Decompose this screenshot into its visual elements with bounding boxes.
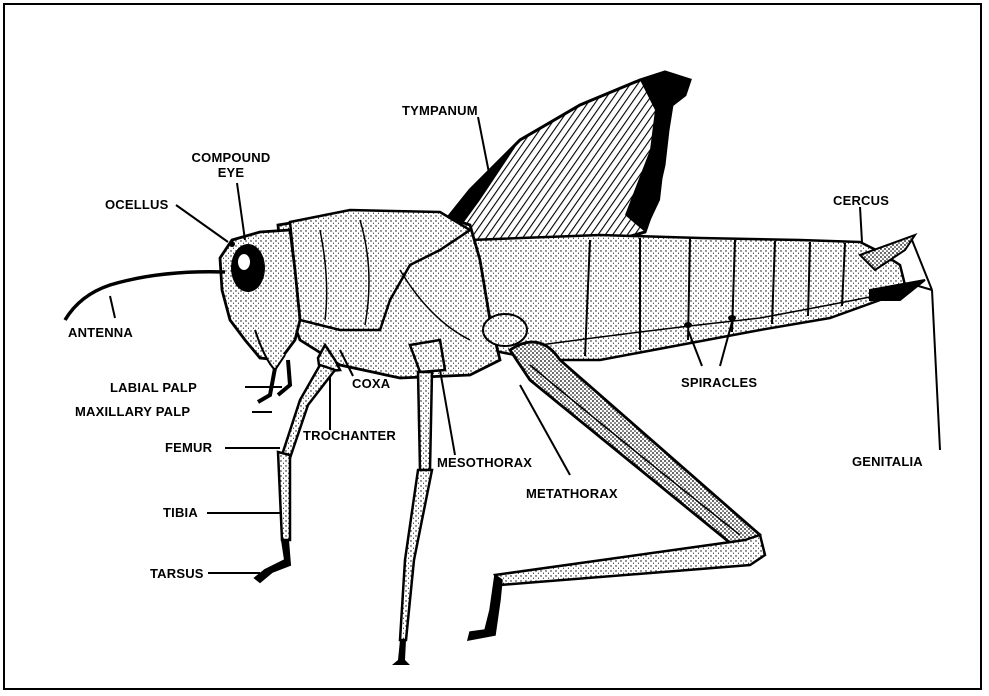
label-maxillary-palp: MAXILLARY PALP: [75, 404, 190, 419]
label-antenna: ANTENNA: [68, 325, 133, 340]
label-trochanter: TROCHANTER: [303, 428, 396, 443]
label-metathorax: METATHORAX: [526, 486, 618, 501]
label-femur: FEMUR: [165, 440, 212, 455]
label-compound-eye-line1: COMPOUND: [186, 150, 276, 165]
label-tibia: TIBIA: [163, 505, 198, 520]
middle-leg: [392, 340, 445, 665]
label-tympanum: TYMPANUM: [402, 103, 478, 118]
ocellus-dot: [229, 241, 235, 247]
label-tarsus: TARSUS: [150, 566, 204, 581]
label-coxa: COXA: [352, 376, 390, 391]
label-compound-eye-line2: EYE: [186, 165, 276, 180]
label-spiracles: SPIRACLES: [681, 375, 757, 390]
label-ocellus: OCELLUS: [105, 197, 169, 212]
label-labial-palp: LABIAL PALP: [110, 380, 197, 395]
label-compound-eye: COMPOUND EYE: [186, 150, 276, 180]
label-mesothorax: MESOTHORAX: [437, 455, 532, 470]
label-genitalia: GENITALIA: [852, 454, 923, 469]
front-leg: [255, 345, 340, 582]
head: [220, 230, 300, 370]
compound-eye-shape: [231, 244, 265, 292]
antenna-shape: [65, 272, 225, 320]
label-cercus: CERCUS: [833, 193, 889, 208]
